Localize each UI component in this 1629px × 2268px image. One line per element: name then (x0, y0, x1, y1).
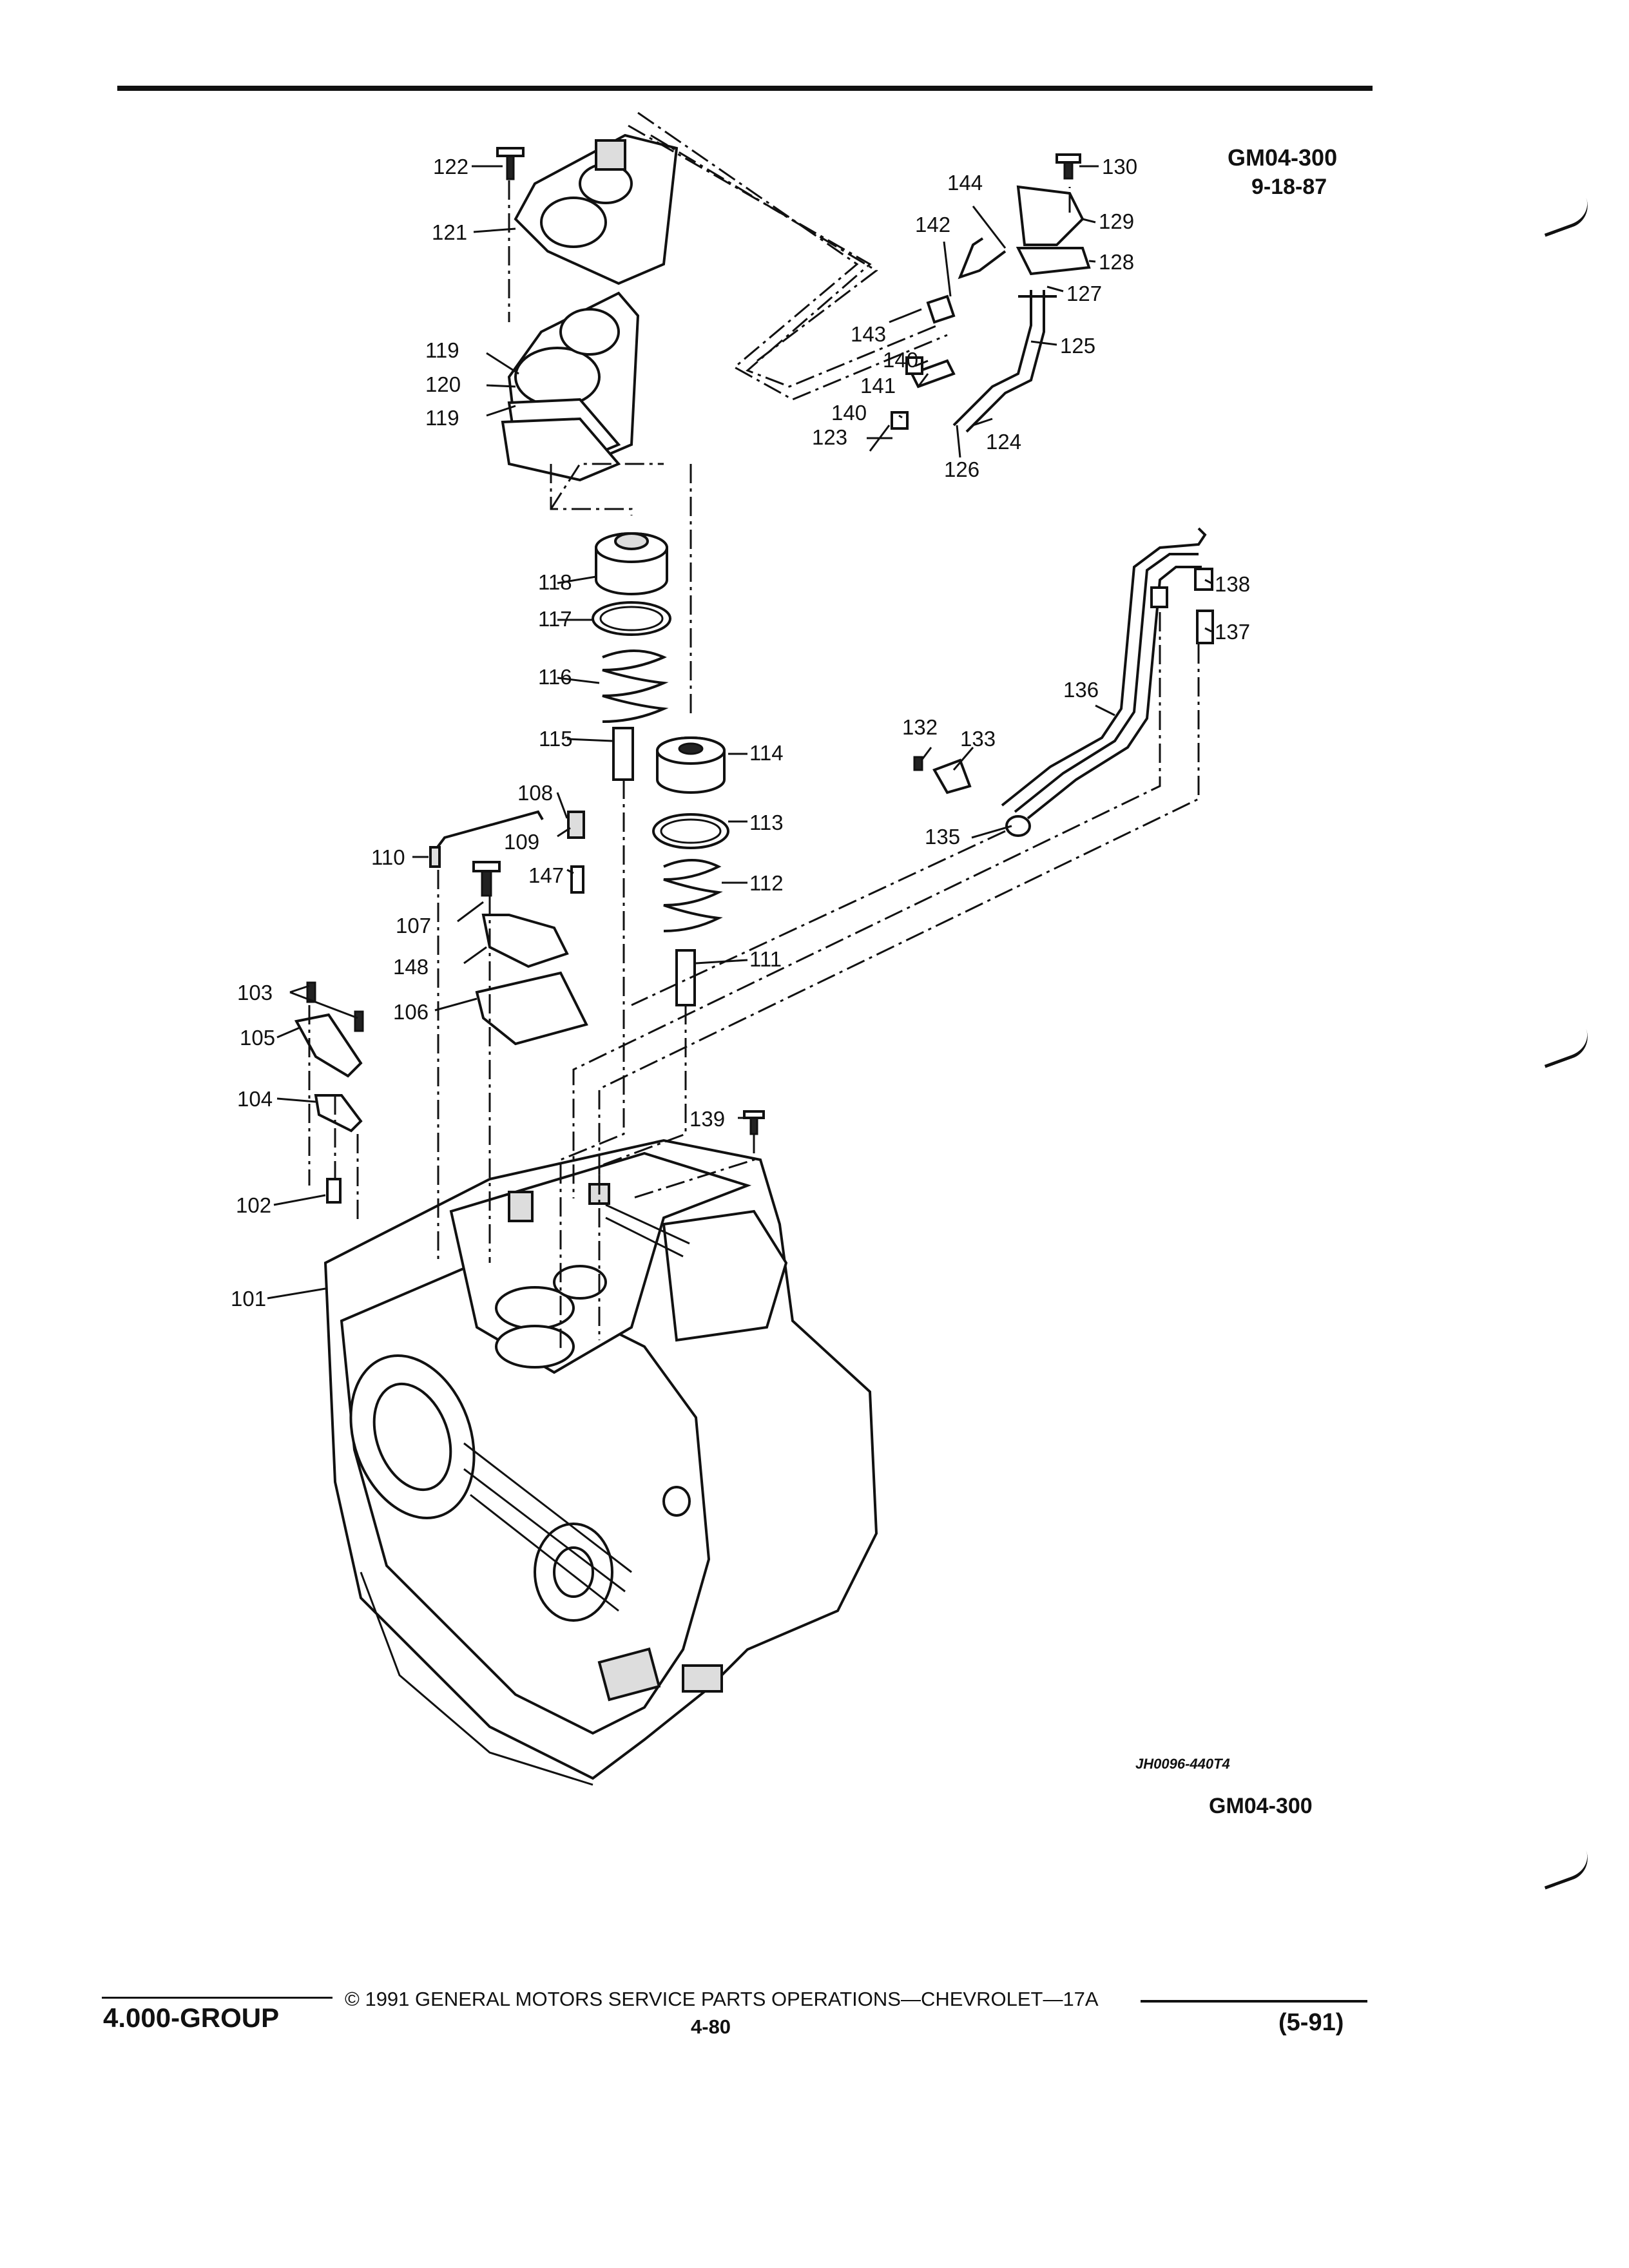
callout-102: 102 (236, 1193, 271, 1217)
callout-121: 121 (432, 220, 467, 244)
callout-147: 147 (528, 863, 564, 887)
callout-137: 137 (1215, 620, 1250, 644)
drawing-reference-code: JH0096-440T4 (1135, 1756, 1230, 1772)
leader-lines (267, 165, 1212, 1300)
footer-rule-right (1141, 2000, 1367, 2003)
callout-140-upper: 140 (883, 348, 918, 372)
callout-118: 118 (538, 570, 572, 594)
callout-143: 143 (851, 322, 886, 346)
callout-119-upper: 119 (425, 338, 459, 362)
callout-140-lower: 140 (831, 401, 867, 425)
transmission-case-drawing (323, 1139, 878, 1786)
footer-rule-left (102, 1997, 333, 1999)
callout-132: 132 (902, 715, 938, 739)
illustration-date: 9-18-87 (1251, 175, 1327, 199)
callout-133: 133 (960, 727, 996, 751)
callout-141: 141 (860, 374, 896, 398)
servo-assembly-right (652, 736, 729, 1006)
callout-120: 120 (425, 372, 461, 396)
footer-revision: (5-91) (1278, 2009, 1344, 2036)
callout-125: 125 (1060, 334, 1095, 358)
callout-144: 144 (947, 171, 983, 195)
servo-assembly-left (592, 532, 671, 781)
callout-116: 116 (538, 665, 572, 689)
callout-112: 112 (749, 871, 784, 895)
callout-107: 107 (396, 914, 431, 937)
callout-104: 104 (237, 1087, 273, 1111)
callout-111: 111 (749, 947, 782, 971)
footer-group: 4.000-GROUP (103, 2003, 280, 2033)
footer-page-number: 4-80 (691, 2015, 731, 2038)
callout-136: 136 (1063, 678, 1099, 702)
callout-106: 106 (393, 1000, 429, 1024)
callout-142: 142 (915, 213, 950, 236)
callout-126: 126 (944, 457, 979, 481)
cover-and-gaskets-drawing (496, 133, 679, 482)
callout-115: 115 (539, 727, 573, 751)
callout-135: 135 (925, 825, 960, 849)
illustration-code-bottom: GM04-300 (1209, 1794, 1313, 1818)
callout-138: 138 (1215, 572, 1250, 596)
callout-119-lower: 119 (425, 406, 459, 430)
callout-103: 103 (237, 981, 273, 1004)
footer-copyright: © 1991 GENERAL MOTORS SERVICE PARTS OPER… (345, 1988, 1099, 2010)
callout-labels: 122 121 119 120 119 118 117 116 115 114 … (231, 155, 1250, 1311)
callout-127: 127 (1066, 282, 1102, 305)
callout-114: 114 (749, 741, 784, 765)
top-rule (117, 86, 1373, 91)
callout-101: 101 (231, 1287, 266, 1311)
callout-124: 124 (986, 430, 1021, 454)
tubes-and-linkage-right (869, 153, 1214, 837)
callout-105: 105 (240, 1026, 275, 1050)
illustration-code: GM04-300 (1228, 144, 1338, 171)
callout-113: 113 (749, 811, 784, 834)
callout-129: 129 (1099, 209, 1134, 233)
callout-108: 108 (517, 781, 553, 805)
callout-148: 148 (393, 955, 429, 979)
callout-109: 109 (504, 830, 539, 854)
callout-130: 130 (1102, 155, 1137, 178)
callout-110: 110 (371, 845, 405, 869)
callout-139: 139 (689, 1107, 725, 1131)
callout-123: 123 (812, 425, 847, 449)
callout-122: 122 (433, 155, 468, 178)
small-parts-left (294, 810, 765, 1204)
callout-128: 128 (1099, 250, 1134, 274)
callout-117: 117 (538, 607, 572, 631)
alignment-lines (308, 111, 1200, 1353)
